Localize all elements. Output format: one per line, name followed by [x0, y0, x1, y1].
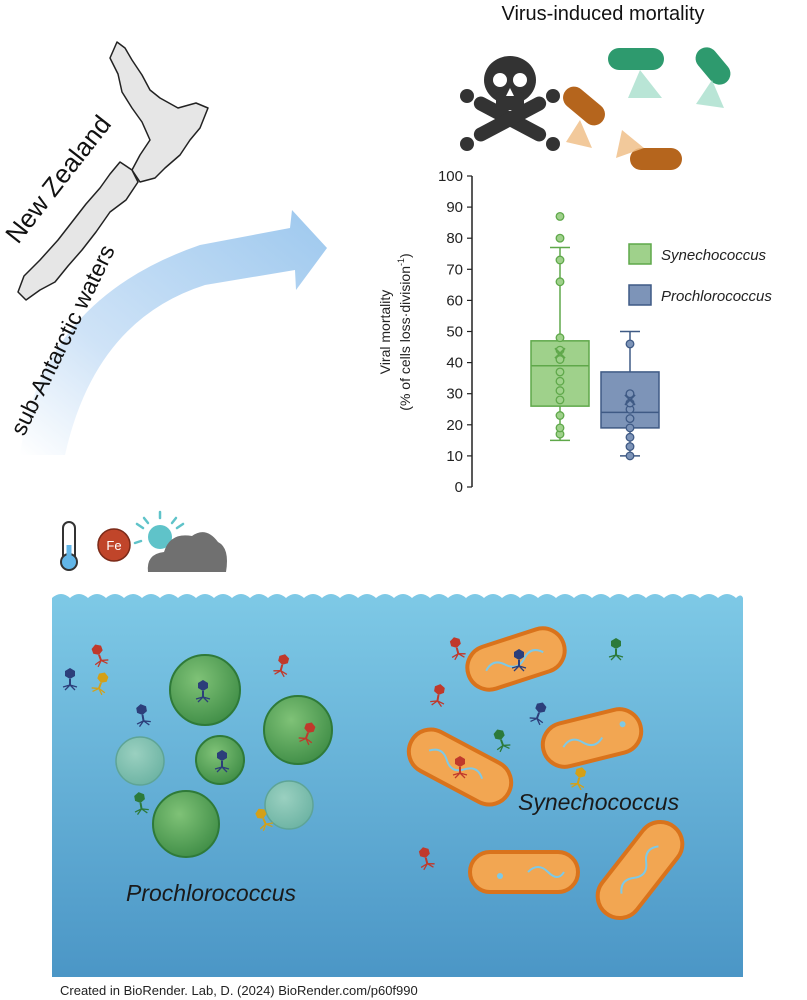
y-tick-label: 10 — [446, 448, 463, 465]
y-tick-label: 40 — [446, 355, 463, 372]
mortality-title: Virus-induced mortality — [501, 3, 704, 25]
bacteriophage-icon — [91, 644, 109, 668]
phages — [62, 637, 624, 871]
y-tick-label: 30 — [446, 386, 463, 403]
bacteriophage-icon — [529, 702, 547, 726]
bacteriophage-icon — [608, 638, 624, 661]
y-tick-label: 90 — [446, 199, 463, 216]
y-tick-label: 80 — [446, 230, 463, 247]
viral-mortality-chart: 0 10 20 30 40 50 60 70 80 90 100 Viral mortality (… — [377, 168, 772, 496]
prochlorococcus-cell — [152, 790, 220, 858]
bacteriophage-icon — [273, 654, 290, 678]
iron-symbol: Fe — [106, 538, 121, 553]
data-point-synechococcus — [555, 355, 565, 364]
prochlorococcus-cell — [169, 654, 241, 726]
bacteriophage-icon — [570, 767, 587, 791]
synechococcus-cell — [540, 707, 644, 769]
y-axis-label-line2: (% of cells loss·division-1) — [396, 253, 413, 410]
prochlorococcus-cell — [115, 736, 165, 786]
data-point-synechococcus — [555, 333, 565, 343]
synechococcus-cells — [406, 626, 685, 921]
data-point-synechococcus — [555, 376, 565, 386]
bacteriophage-icon — [62, 668, 78, 691]
ocean-water — [52, 594, 743, 977]
prochlorococcus-label: Prochlorococcus — [126, 880, 297, 906]
mean-marker-prochlorococcus — [624, 394, 636, 406]
lysing-bacterium-icon — [563, 86, 605, 148]
data-point-prochlorococcus — [625, 423, 635, 433]
legend-label-synechococcus: Synechococcus — [661, 247, 767, 264]
y-tick-label: 50 — [446, 324, 463, 341]
synechococcus-label: Synechococcus — [518, 789, 680, 815]
legend-swatch-prochlorococcus — [628, 284, 652, 306]
bacteriophage-icon — [214, 750, 230, 773]
bacteriophage-icon — [134, 792, 149, 816]
data-point-synechococcus — [555, 277, 565, 287]
data-point-prochlorococcus — [625, 442, 635, 452]
y-axis-label-line1: Viral mortality — [377, 290, 393, 375]
data-point-synechococcus — [555, 395, 565, 405]
bacteriophage-icon — [430, 684, 445, 708]
data-point-synechococcus — [555, 411, 565, 420]
bacteriophage-icon — [255, 808, 274, 832]
legend-label-prochlorococcus: Prochlorococcus — [661, 288, 772, 305]
y-tick-label: 0 — [455, 479, 463, 496]
mean-marker-synechococcus — [554, 347, 566, 359]
y-tick-label: 60 — [446, 292, 463, 309]
bacteriophage-icon — [136, 704, 151, 728]
data-point-synechococcus — [555, 367, 565, 377]
data-point-synechococcus — [555, 255, 565, 265]
bacteriophage-icon — [511, 649, 527, 672]
bacteriophage-icon — [452, 756, 468, 779]
skull-crossbones-icon — [460, 56, 560, 151]
data-point-prochlorococcus — [625, 339, 635, 349]
data-point-synechococcus — [555, 233, 565, 243]
data-point-synechococcus — [555, 423, 565, 433]
data-point-prochlorococcus — [625, 432, 635, 442]
bacteriophage-icon — [418, 847, 435, 871]
synechococcus-cell — [595, 819, 685, 921]
ocean-panel: Synechococcus Prochlorococcus — [52, 594, 743, 977]
iron-icon: Fe — [97, 528, 131, 562]
data-point-synechococcus — [555, 211, 565, 221]
bacteriophage-icon — [298, 722, 316, 746]
bacteriophage-icon — [493, 729, 511, 753]
bacteriophage-icon — [91, 672, 109, 696]
prochlorococcus-cell — [263, 695, 333, 765]
prochlorococcus-cell — [195, 735, 245, 785]
north-island — [109, 41, 209, 183]
credit-line: Created in BioRender. Lab, D. (2024) Bio… — [60, 983, 418, 998]
lysing-bacterium-icon — [608, 48, 664, 98]
lysing-bacteria-icons — [563, 47, 731, 170]
bacteriophage-icon — [449, 637, 466, 661]
data-point-prochlorococcus — [625, 389, 635, 399]
data-point-prochlorococcus — [625, 451, 635, 461]
south-island — [17, 161, 139, 301]
chart-legend: Synechococcus Prochlorococcus — [628, 243, 772, 306]
chart-plot-area: 0 10 20 30 40 50 60 70 80 90 100 — [438, 168, 660, 496]
y-tick-label: 70 — [446, 261, 463, 278]
lysing-bacterium-icon — [695, 47, 731, 108]
prochlorococcus-cell — [264, 780, 314, 830]
thermometer-icon — [60, 521, 78, 571]
data-point-synechococcus — [555, 386, 565, 396]
bacteriophage-icon — [195, 680, 211, 703]
synechococcus-cell — [468, 850, 580, 894]
y-tick-label: 20 — [446, 417, 463, 434]
y-tick-label: 100 — [438, 168, 463, 185]
prochlorococcus-cells — [115, 654, 333, 858]
data-point-prochlorococcus — [625, 414, 635, 424]
lysing-bacterium-icon — [616, 130, 682, 170]
sun-cloud-icon — [133, 510, 227, 572]
legend-swatch-synechococcus — [628, 243, 652, 265]
